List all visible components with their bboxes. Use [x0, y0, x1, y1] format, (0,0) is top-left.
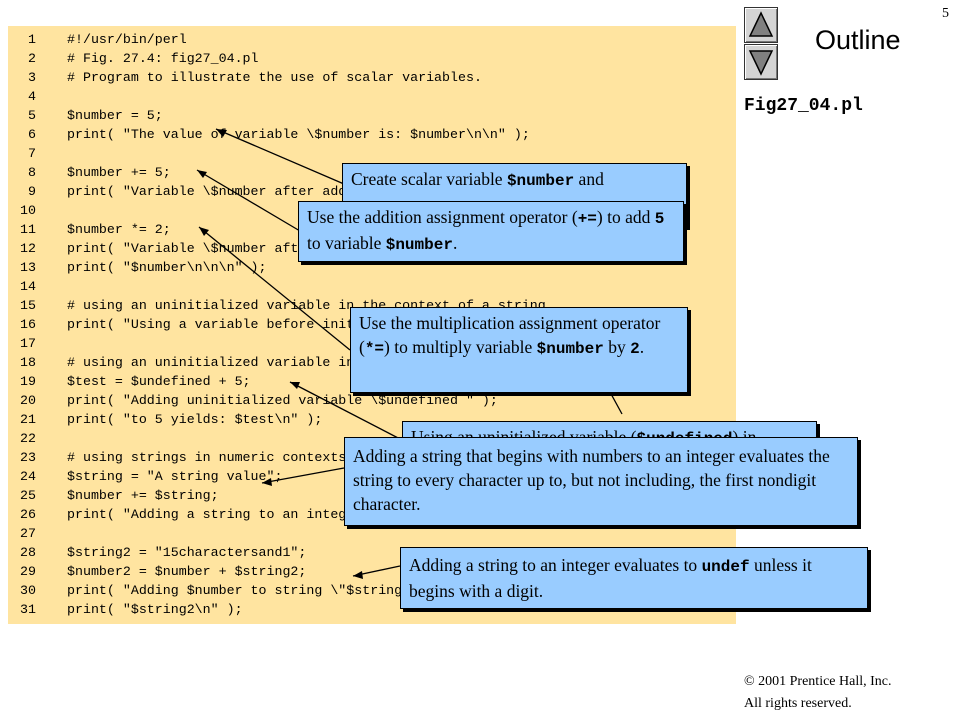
arrow-line-2 [196, 169, 301, 232]
line-number: 29 [20, 564, 36, 579]
line-number: 20 [20, 393, 36, 408]
code-line: 23 # using strings in numeric contexts [8, 448, 346, 467]
line-number: 28 [20, 545, 36, 560]
code-text: $number += 5; [67, 165, 171, 180]
line-number: 31 [20, 602, 36, 617]
code-line: 17 [8, 334, 67, 353]
line-number: 16 [20, 317, 36, 332]
code-text: print( "The value of variable \$number i… [67, 127, 530, 142]
arrow-line-4 [289, 381, 403, 441]
rights-text: All rights reserved. [744, 696, 852, 711]
line-number: 21 [20, 412, 36, 427]
line-number: 10 [20, 203, 36, 218]
copyright-footer: © 2001 Prentice Hall, Inc. All rights re… [744, 671, 892, 715]
slide-number: 5 [942, 6, 949, 21]
code-line: 28 $string2 = "15charactersand1"; [8, 543, 306, 562]
figure-name: Fig27_04.pl [744, 96, 863, 116]
arrowhead-4 [290, 382, 300, 389]
code-line: 6 print( "The value of variable \$number … [8, 125, 530, 144]
arrowhead-2 [197, 170, 207, 178]
line-number: 26 [20, 507, 36, 522]
code-line: 3 # Program to illustrate the use of scal… [8, 68, 482, 87]
callout-addition-assignment: Use the addition assignment operator (+=… [298, 201, 684, 262]
line-number: 12 [20, 241, 36, 256]
copyright-text: © 2001 Prentice Hall, Inc. [744, 674, 892, 689]
code-text: print( "$string2\n" ); [67, 602, 243, 617]
code-line: 31 print( "$string2\n" ); [8, 600, 243, 619]
code-text: #!/usr/bin/perl [67, 32, 187, 47]
code-line: 1 #!/usr/bin/perl [8, 30, 187, 49]
previous-slide-button[interactable] [744, 7, 778, 43]
code-line: 14 [8, 277, 67, 296]
code-line: 25 $number += $string; [8, 486, 219, 505]
line-number: 8 [28, 165, 36, 180]
code-line: 22 [8, 429, 67, 448]
code-line: 20 print( "Adding uninitialized variable … [8, 391, 498, 410]
line-number: 4 [28, 89, 36, 104]
code-line: 21 print( "to 5 yields: $test\n" ); [8, 410, 322, 429]
line-number: 17 [20, 336, 36, 351]
next-slide-button[interactable] [744, 44, 778, 80]
code-line: 24 $string = "A string value"; [8, 467, 282, 486]
code-text: # using strings in numeric contexts [67, 450, 347, 465]
code-line: 29 $number2 = $number + $string2; [8, 562, 306, 581]
line-number: 22 [20, 431, 36, 446]
line-number: 11 [20, 222, 36, 237]
code-line: 7 [8, 144, 67, 163]
code-text: $string = "A string value"; [67, 469, 283, 484]
line-number: 6 [28, 127, 36, 142]
line-number: 19 [20, 374, 36, 389]
callout-multiplication-assignment: Use the multiplication assignment operat… [350, 307, 688, 393]
code-text: $test = $undefined + 5; [67, 374, 251, 389]
line-number: 30 [20, 583, 36, 598]
code-line: 13 print( "$number\n\n\n" ); [8, 258, 267, 277]
arrowhead-1 [216, 129, 227, 137]
line-number: 5 [28, 108, 36, 123]
arrow-line-1 [215, 128, 345, 185]
line-number: 13 [20, 260, 36, 275]
line-number: 15 [20, 298, 36, 313]
code-line: 19 $test = $undefined + 5; [8, 372, 251, 391]
arrowhead-5 [262, 478, 272, 486]
line-number: 18 [20, 355, 36, 370]
code-line: 4 [8, 87, 67, 106]
line-number: 3 [28, 70, 36, 85]
code-line: 2 # Fig. 27.4: fig27_04.pl [8, 49, 259, 68]
triangle-up-icon [748, 11, 774, 37]
line-number: 23 [20, 450, 36, 465]
callout-string-undef: Adding a string to an integer evaluates … [400, 547, 868, 609]
line-number: 9 [28, 184, 36, 199]
line-number: 14 [20, 279, 36, 294]
code-text: # Program to illustrate the use of scala… [67, 70, 482, 85]
line-number: 27 [20, 526, 36, 541]
line-number: 7 [28, 146, 36, 161]
code-text: print( "Adding uninitialized variable \$… [67, 393, 498, 408]
code-text: $number *= 2; [67, 222, 171, 237]
code-line: 10 [8, 201, 67, 220]
code-text: $string2 = "15charactersand1"; [67, 545, 307, 560]
triangle-down-icon [748, 50, 774, 76]
code-line: 5 $number = 5; [8, 106, 163, 125]
callout-string-with-numbers: Adding a string that begins with numbers… [344, 437, 858, 526]
code-line: 8 $number += 5; [8, 163, 171, 182]
code-text: print( "to 5 yields: $test\n" ); [67, 412, 323, 427]
code-text: $number = 5; [67, 108, 163, 123]
line-number: 2 [28, 51, 36, 66]
code-line: 11 $number *= 2; [8, 220, 171, 239]
code-text: $number2 = $number + $string2; [67, 564, 307, 579]
code-text: # Fig. 27.4: fig27_04.pl [67, 51, 259, 66]
code-text: print( "$number\n\n\n" ); [67, 260, 267, 275]
code-line: 27 [8, 524, 67, 543]
code-text: $number += $string; [67, 488, 219, 503]
line-number: 25 [20, 488, 36, 503]
arrow-line-5 [261, 467, 345, 484]
line-number: 24 [20, 469, 36, 484]
outline-title: Outline [815, 25, 901, 55]
arrowhead-6 [353, 571, 363, 579]
line-number: 1 [28, 32, 36, 47]
arrowhead-3 [199, 227, 209, 236]
arrow-line-3 [198, 226, 351, 351]
